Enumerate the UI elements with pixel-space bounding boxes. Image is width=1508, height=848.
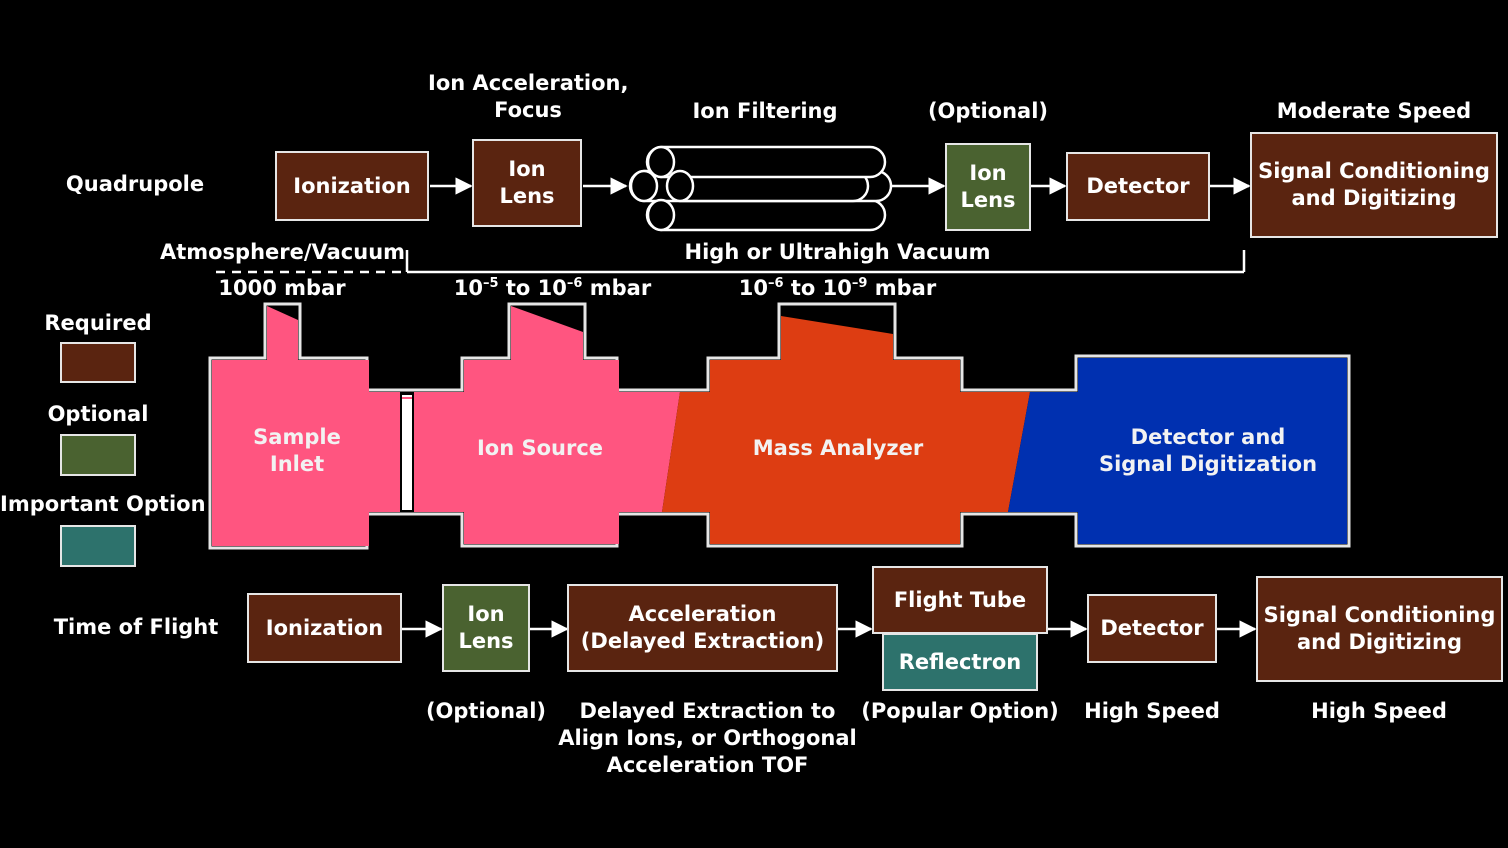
atmosphere-vacuum-label: Atmosphere/Vacuum [159,240,406,264]
tof-reflectron-box: Reflectron [882,633,1038,691]
quad-optional-lens-caption: (Optional) [927,99,1049,123]
pressure-1000-mbar: 1000 mbar [218,276,346,300]
tof-detector-box: Detector [1087,594,1217,663]
legend-optional-swatch [60,434,136,476]
quad-ion-lens-box: Ion Lens [472,139,582,227]
quad-ion-lens-caption: Ion Acceleration, Focus [428,71,629,122]
pressure-analyzer-range: 10–6 to 10–9 mbar [738,276,937,300]
tof-signal-caption: High Speed [1311,699,1447,723]
quad-signal-box: Signal Conditioning and Digitizing [1250,132,1498,238]
tof-detector-caption: High Speed [1084,699,1220,723]
zone-mass-analyzer-fill [662,316,1030,544]
quad-optional-ion-lens-box: Ion Lens [945,143,1031,231]
zone-detector-fill [1008,358,1347,544]
zone-detector-label: Detector and Signal Digitization [1098,425,1318,476]
tof-acceleration-box: Acceleration (Delayed Extraction) [567,584,838,672]
tof-signal-box: Signal Conditioning and Digitizing [1256,576,1503,682]
inlet-valve [400,392,414,512]
quad-ionization-box: Ionization [275,151,429,221]
tof-flight-tube-box: Flight Tube [872,566,1048,634]
quadrupole-row-label: Quadrupole [65,172,205,196]
legend-required-swatch [60,342,136,383]
tof-reflectron-caption: (Popular Option) [861,699,1059,723]
zone-ion-source-label: Ion Source [476,436,604,460]
zone-mass-analyzer-label: Mass Analyzer [752,436,924,460]
zone-sample-inlet-fill [212,306,400,546]
zone-ion-source-fill [414,306,680,544]
pressure-bracket [216,250,1246,274]
zone-sample-inlet-label: Sample Inlet [253,425,341,476]
tof-optional-lens-caption: (Optional) [425,699,547,723]
legend-optional-label: Optional [47,402,149,426]
tof-optional-ion-lens-box: Ion Lens [442,584,530,672]
legend-important-label: Important Option [0,492,206,516]
legend-required-label: Required [44,311,152,335]
tof-acceleration-caption: Delayed Extraction to Align Ions, or Ort… [558,699,857,777]
high-vacuum-label: High or Ultrahigh Vacuum [684,240,991,264]
tof-row-label: Time of Flight [53,615,219,639]
quad-signal-caption: Moderate Speed [1276,99,1472,123]
quadrupole-rods-icon [628,145,893,232]
pressure-source-range: 10–5 to 10–6 mbar [453,276,652,300]
ion-filtering-caption: Ion Filtering [692,99,838,123]
quad-detector-box: Detector [1066,152,1210,221]
tof-ionization-box: Ionization [247,593,402,663]
legend-important-swatch [60,525,136,567]
